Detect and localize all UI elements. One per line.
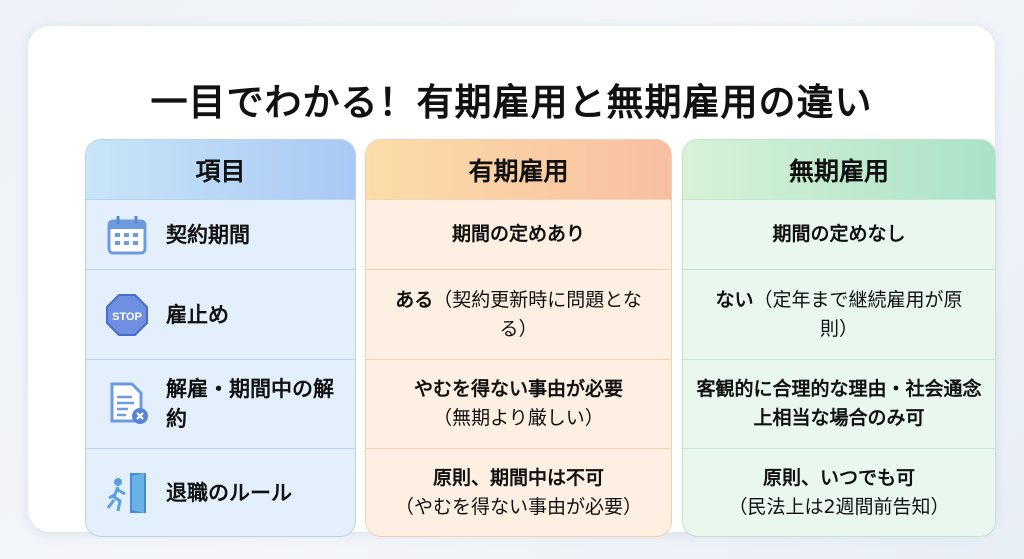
cell-sub-text: （民法上は2週間前告知） bbox=[728, 496, 950, 518]
cell-fixed-resignation: 原則、期間中は不可 （やむを得ない事由が必要） bbox=[366, 448, 671, 536]
cell-main-text: 期間の定めなし bbox=[772, 223, 906, 245]
calendar-icon bbox=[107, 215, 147, 254]
document-cancel-icon bbox=[110, 382, 148, 424]
column-indefinite: 無期雇用 期間の定めなし ない（定年まで継続雇用が原則） 客観的に合理的な理由・… bbox=[682, 139, 996, 537]
cell-indef-dismissal: 客観的に合理的な理由・社会通念上相当な場合のみ可 bbox=[683, 359, 995, 448]
row-label-dismissal: 解雇・期間中の解約 bbox=[86, 359, 355, 448]
row-label: 解雇・期間中の解約 bbox=[166, 377, 334, 431]
cell-sub-text: （定年まで継続雇用が原則） bbox=[753, 288, 963, 340]
cell-indef-contract-period: 期間の定めなし bbox=[683, 199, 995, 269]
cell-indef-resignation: 原則、いつでも可 （民法上は2週間前告知） bbox=[683, 448, 995, 536]
row-label: 契約期間 bbox=[166, 222, 250, 247]
page-title: 一目でわかる！有期雇用と無期雇用の違い bbox=[150, 81, 873, 124]
cell-sub-text: （契約更新時に問題となる） bbox=[433, 288, 642, 340]
row-label: 雇止め bbox=[166, 302, 229, 327]
svg-text:STOP: STOP bbox=[112, 311, 142, 323]
cell-fixed-non-renewal: ある（契約更新時に問題となる） bbox=[366, 269, 671, 359]
column-item: 項目 契約期間 STOP 雇止め 解雇・期間中の解約 退職のルール bbox=[85, 139, 356, 537]
cell-sub-text: （やむを得ない事由が必要） bbox=[394, 496, 642, 518]
row-label-resignation: 退職のルール bbox=[86, 448, 355, 536]
cell-main-text: 原則、いつでも可 bbox=[762, 467, 915, 489]
cell-sub-text: （無期より厳しい） bbox=[433, 407, 604, 429]
cell-main-text: ない bbox=[715, 288, 754, 311]
cell-main-text: やむを得ない事由が必要 bbox=[413, 378, 623, 400]
column-fixed-term: 有期雇用 期間の定めあり ある（契約更新時に問題となる） やむを得ない事由が必要… bbox=[365, 139, 672, 537]
stop-sign-icon: STOP bbox=[106, 293, 148, 336]
row-label-contract-period: 契約期間 bbox=[86, 199, 355, 269]
row-label: 退職のルール bbox=[166, 481, 292, 505]
column-header-item: 項目 bbox=[86, 140, 355, 199]
exit-door-icon bbox=[106, 473, 146, 513]
cell-main-text: 客観的に合理的な理由・社会通念上相当な場合のみ可 bbox=[696, 378, 982, 429]
cell-fixed-dismissal: やむを得ない事由が必要 （無期より厳しい） bbox=[366, 359, 671, 448]
column-header-indefinite: 無期雇用 bbox=[683, 140, 995, 199]
column-header-fixed-term: 有期雇用 bbox=[366, 140, 671, 199]
cell-fixed-contract-period: 期間の定めあり bbox=[366, 199, 671, 269]
cell-main-text: 原則、期間中は不可 bbox=[432, 467, 604, 489]
cell-indef-non-renewal: ない（定年まで継続雇用が原則） bbox=[683, 269, 995, 359]
comparison-card: 一目でわかる！有期雇用と無期雇用の違い 項目 契約期間 STOP 雇止め 解雇・… bbox=[28, 26, 996, 537]
cell-main-text: 期間の定めあり bbox=[451, 223, 585, 245]
row-label-non-renewal: STOP 雇止め bbox=[86, 269, 355, 359]
cell-main-text: ある bbox=[395, 288, 434, 311]
